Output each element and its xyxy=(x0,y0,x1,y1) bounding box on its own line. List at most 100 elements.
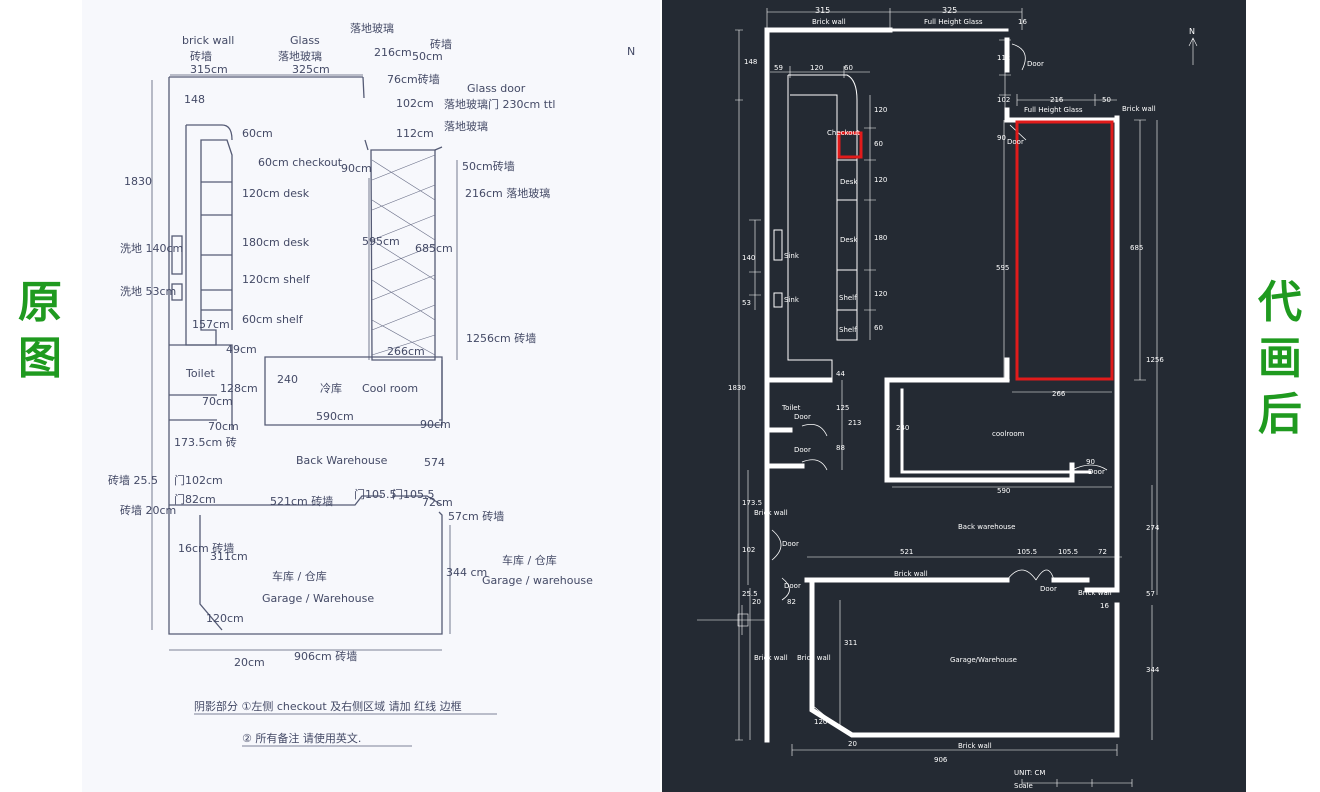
original-image-label: 原 图 xyxy=(10,275,70,387)
label-char: 画 xyxy=(1258,333,1302,384)
sketch-text: 49cm xyxy=(226,343,257,356)
cad-scale: Scale xyxy=(1014,782,1033,790)
sketch-text: 311cm xyxy=(210,550,248,563)
cad-text: Brick wall xyxy=(894,570,928,578)
cad-text: Garage/Warehouse xyxy=(950,656,1017,664)
cad-door-arc xyxy=(1011,43,1026,71)
sketch-text: 60cm checkout xyxy=(258,156,343,169)
cad-text: 521 xyxy=(900,548,913,556)
cad-text: Full Height Glass xyxy=(924,18,983,26)
cad-text: Shelf xyxy=(839,326,857,334)
sketch-text: 门105.5 xyxy=(392,487,435,501)
sketch-text: 216cm xyxy=(374,46,412,59)
sketch-text: 120cm desk xyxy=(242,187,310,200)
sketch-text: 60cm shelf xyxy=(242,313,304,326)
cad-counter xyxy=(787,74,858,380)
cad-text: Sink xyxy=(784,296,800,304)
sketch-text: 173.5cm 砖 xyxy=(174,435,237,449)
sketch-text: 砖墙 20cm xyxy=(120,503,176,517)
cad-text: 59 xyxy=(774,64,783,72)
cad-text: Desk xyxy=(840,178,858,186)
sketch-text: 57cm 砖墙 xyxy=(448,509,504,523)
cad-text: Brick wall xyxy=(754,654,788,662)
cad-text: Full Height Glass xyxy=(1024,106,1083,114)
sketch-text: 砖墙 25.5 xyxy=(108,473,158,487)
sketch-sink xyxy=(171,283,183,301)
cad-text: 120 xyxy=(874,290,887,298)
sketch-counter xyxy=(185,124,233,346)
cad-text: 44 xyxy=(836,370,845,378)
cad-wall-garage xyxy=(809,577,1120,738)
cad-text: 90 xyxy=(1086,458,1095,466)
cad-text: 1830 xyxy=(728,384,746,392)
sketch-note: 阴影部分 ①左侧 checkout 及右侧区域 请加 红线 边框 xyxy=(194,699,462,713)
cad-text: 180 xyxy=(874,234,887,242)
sketch-text: 521cm 砖墙 xyxy=(270,494,333,508)
cad-text: Door xyxy=(784,582,801,590)
cad-text: 1256 xyxy=(1146,356,1164,364)
label-char: 图 xyxy=(18,333,62,384)
sketch-text: 112cm xyxy=(396,127,434,140)
sketch-text: Toilet xyxy=(185,367,215,380)
cad-text: 60 xyxy=(874,324,883,332)
sketch-text: 128cm xyxy=(220,382,258,395)
sketch-outer-wall xyxy=(168,76,443,635)
cad-text: 120 xyxy=(874,176,887,184)
north-label: N xyxy=(1189,27,1195,36)
sketch-text: 315cm xyxy=(190,63,228,76)
cad-text: 90 xyxy=(997,134,1006,142)
cad-text: 315 xyxy=(815,6,830,15)
sketch-text: 门82cm xyxy=(174,492,216,506)
cad-text: 57 xyxy=(1146,590,1155,598)
cad-text: Desk xyxy=(840,236,858,244)
cad-text: 173.5 xyxy=(742,499,762,507)
cad-text: 105.5 xyxy=(1017,548,1037,556)
cad-text: 72 xyxy=(1098,548,1107,556)
sketch-text: 216cm 落地玻璃 xyxy=(465,186,550,200)
sketch-text: 洗地 140cm xyxy=(120,242,183,255)
sketch-text: 落地玻璃门 230cm ttl xyxy=(444,97,555,111)
cad-wall-right-top xyxy=(1004,107,1120,123)
sketch-text: Cool room xyxy=(362,382,418,395)
highlight-checkout xyxy=(837,131,863,159)
cad-wall-brick xyxy=(764,27,893,743)
sketch-text: 落地玻璃 xyxy=(350,21,394,35)
sketch-text: Garage / warehouse xyxy=(482,574,593,587)
highlight-right-area xyxy=(1015,120,1114,381)
cad-text: coolroom xyxy=(992,430,1025,438)
cad-text: 595 xyxy=(996,264,1009,272)
sketch-text: 148 xyxy=(184,93,205,106)
sketch-text: 70cm xyxy=(208,420,239,433)
cad-text: Brick wall xyxy=(812,18,846,26)
sketch-text: 90cm xyxy=(341,162,372,175)
cad-text: Checkout xyxy=(827,129,860,137)
sketch-text: 266cm xyxy=(387,345,425,358)
cad-text: Brick wall xyxy=(1078,589,1112,597)
cad-text: 120 xyxy=(814,718,827,726)
cad-text: Sink xyxy=(784,252,800,260)
sketch-text: 120cm shelf xyxy=(242,273,311,286)
sketch-text: 落地玻璃 xyxy=(278,49,322,63)
cad-text: 60 xyxy=(874,140,883,148)
sketch-text: 20cm xyxy=(234,656,265,669)
cad-floor-plan: N 315 325 Brick wall Full Height Glass 1… xyxy=(697,6,1198,790)
sketch-text: 1830 xyxy=(124,175,152,188)
cad-text: 266 xyxy=(1052,390,1066,398)
sketch-text: 冷库 xyxy=(320,382,342,395)
sketch-text: 砖墙 xyxy=(430,37,452,51)
sketch-text: 门102cm xyxy=(174,473,223,487)
sketch-text: 1256cm 砖墙 xyxy=(466,331,536,345)
redrawn-image-label: 代 画 后 xyxy=(1250,275,1310,443)
cad-text: 82 xyxy=(787,598,796,606)
cad-text: 274 xyxy=(1146,524,1160,532)
cad-text: 105.5 xyxy=(1058,548,1078,556)
cad-text: 50 xyxy=(1102,96,1111,104)
sketch-text: 120cm xyxy=(206,612,244,625)
cad-text: 112 xyxy=(997,54,1010,62)
sketch-text: 70cm xyxy=(202,395,233,408)
cad-text: Door xyxy=(1007,138,1024,146)
sketch-text: 门105.5 xyxy=(354,487,397,501)
cad-text: 25.5 xyxy=(742,590,758,598)
cad-text: Door xyxy=(794,413,811,421)
sketch-text: 车库 / 仓库 xyxy=(502,553,557,567)
